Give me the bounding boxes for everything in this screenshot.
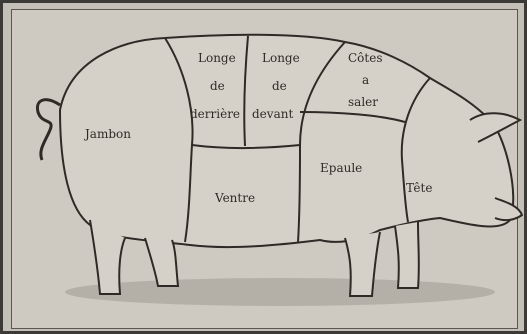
label-longe-devant-2: de <box>272 79 287 93</box>
label-ventre: Ventre <box>214 191 255 205</box>
pig-leg-back-right <box>145 238 178 286</box>
label-tete: Tête <box>406 181 432 195</box>
label-cotes-2: a <box>362 73 369 87</box>
label-longe-devant-3: devant <box>252 107 293 121</box>
label-cotes-1: Côtes <box>348 51 383 65</box>
label-longe-derriere-3: derrière <box>190 107 240 121</box>
label-epaule: Epaule <box>320 161 362 175</box>
ground-shadow <box>65 278 495 306</box>
label-cotes-3: saler <box>348 95 378 109</box>
label-longe-derriere-2: de <box>210 79 225 93</box>
pig-leg-front-right <box>395 222 419 288</box>
label-longe-derriere-1: Longe <box>198 51 236 65</box>
label-longe-devant-1: Longe <box>262 51 300 65</box>
pig-tail <box>37 100 60 160</box>
label-jambon: Jambon <box>83 127 131 141</box>
